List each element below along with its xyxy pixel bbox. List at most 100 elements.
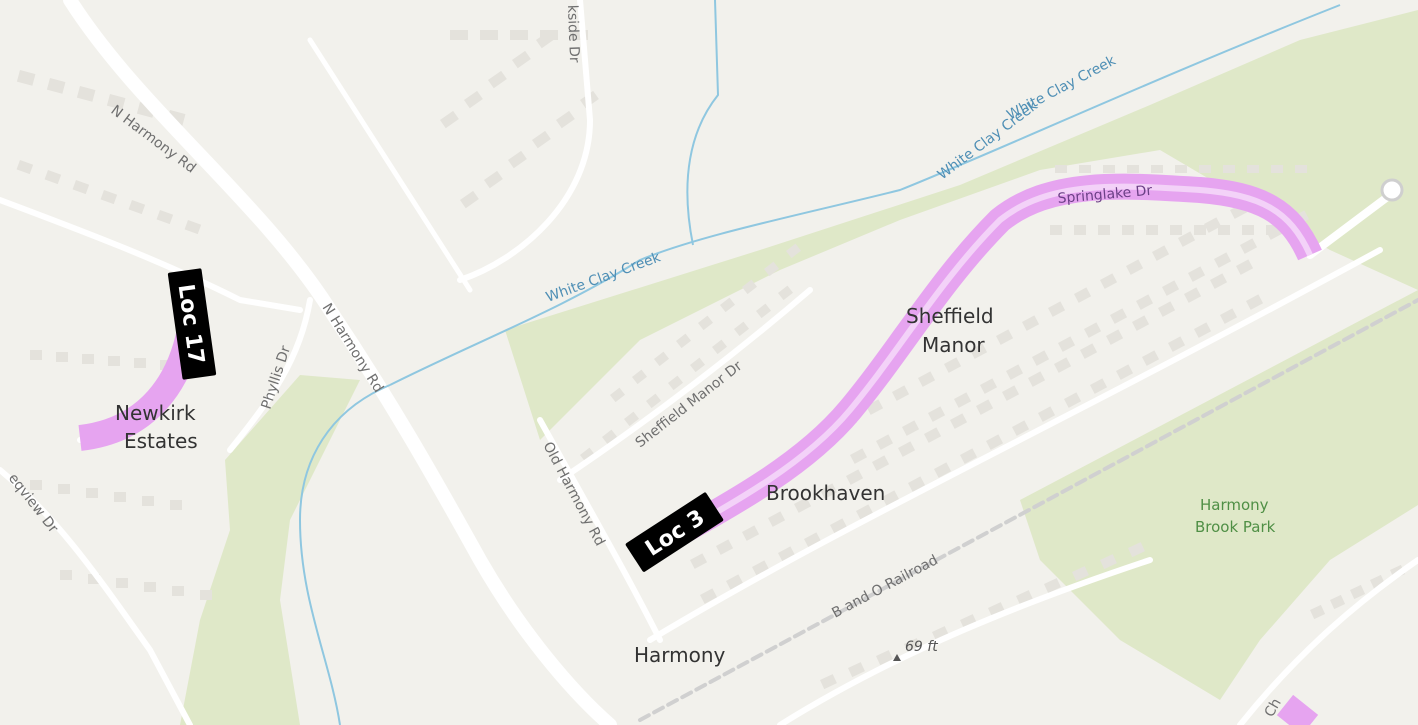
building — [960, 448, 978, 464]
creek-lines — [298, 0, 1341, 725]
building — [200, 590, 212, 600]
park-harmony-brook — [1020, 290, 1418, 700]
road-south-east — [777, 557, 1153, 725]
building — [1330, 594, 1346, 610]
building — [1002, 385, 1020, 401]
building — [624, 411, 639, 427]
creek-white-clay-south — [298, 384, 391, 725]
building — [756, 303, 771, 319]
building — [1084, 322, 1102, 338]
building — [1271, 165, 1283, 173]
building — [871, 455, 890, 471]
building — [907, 476, 926, 492]
building — [1090, 378, 1108, 394]
building — [944, 357, 962, 373]
building — [86, 488, 98, 498]
building — [30, 480, 42, 490]
building — [46, 78, 66, 94]
building — [1080, 343, 1098, 359]
building — [820, 674, 837, 690]
building — [675, 333, 691, 349]
building — [114, 492, 126, 502]
building — [829, 518, 848, 534]
label-harmony-brook-1: Harmony — [1200, 496, 1269, 514]
building — [1006, 364, 1024, 380]
building — [1194, 322, 1212, 338]
building — [463, 90, 483, 109]
building — [1074, 287, 1092, 303]
building — [986, 434, 1004, 450]
loc17-label-bg — [167, 268, 217, 380]
building — [866, 399, 884, 415]
building — [949, 413, 968, 429]
building — [1204, 217, 1222, 233]
building — [1128, 542, 1145, 558]
building — [904, 638, 921, 654]
building — [1188, 266, 1206, 282]
building — [725, 574, 744, 590]
building — [1242, 225, 1254, 235]
building — [1218, 225, 1230, 235]
building — [82, 354, 94, 364]
loc17-callout[interactable]: Loc 17 — [167, 268, 217, 380]
road-b-o-railroad-edge — [638, 298, 1418, 722]
building — [1106, 329, 1124, 345]
building — [484, 170, 503, 189]
building — [1103, 165, 1115, 173]
building — [742, 525, 760, 541]
building — [1350, 584, 1366, 600]
building — [902, 420, 920, 436]
road-newkirk-1 — [0, 197, 303, 313]
building — [933, 462, 952, 478]
park-areas — [180, 10, 1418, 725]
building — [697, 315, 713, 331]
building — [16, 70, 36, 86]
building — [58, 484, 70, 494]
building — [511, 50, 531, 69]
road-lakeside — [457, 0, 593, 283]
building — [106, 94, 126, 110]
building — [689, 553, 708, 569]
park-labels: Harmony Brook Park — [1195, 496, 1276, 536]
building — [44, 170, 62, 185]
route-corner-highlight — [1276, 694, 1319, 725]
building — [763, 261, 779, 277]
building — [508, 150, 527, 169]
building — [1158, 301, 1176, 317]
building — [734, 321, 749, 337]
building — [1032, 350, 1050, 366]
building — [1044, 578, 1061, 594]
label-harmony: Harmony — [634, 643, 726, 667]
building — [602, 429, 617, 445]
label-lakeside-dr: kside Dr — [564, 5, 582, 64]
building — [88, 574, 100, 584]
building — [60, 570, 72, 580]
building — [56, 352, 68, 362]
building — [712, 339, 727, 355]
park-creek-south — [180, 375, 360, 725]
label-newkirk: Newkirk — [115, 401, 196, 425]
building — [610, 387, 625, 403]
building — [875, 434, 894, 450]
building — [1240, 238, 1258, 254]
road-parallel-1 — [647, 247, 1383, 643]
elevation-triangle-icon — [893, 654, 901, 661]
elevation-marker: 69 ft — [893, 639, 938, 661]
building — [1028, 371, 1046, 387]
building — [156, 210, 174, 225]
place-labels: Sheffield Manor Newkirk Estates Brookhav… — [115, 304, 994, 667]
building — [440, 110, 459, 129]
building — [918, 371, 936, 387]
building — [1210, 273, 1228, 289]
building — [1132, 315, 1150, 331]
label-elevation: 69 ft — [905, 639, 938, 655]
building — [742, 279, 757, 295]
building — [556, 110, 575, 129]
building — [646, 393, 661, 409]
building — [960, 614, 977, 630]
building — [1050, 225, 1062, 235]
loc3-callout[interactable]: Loc 3 — [625, 492, 724, 573]
building — [1126, 259, 1144, 275]
